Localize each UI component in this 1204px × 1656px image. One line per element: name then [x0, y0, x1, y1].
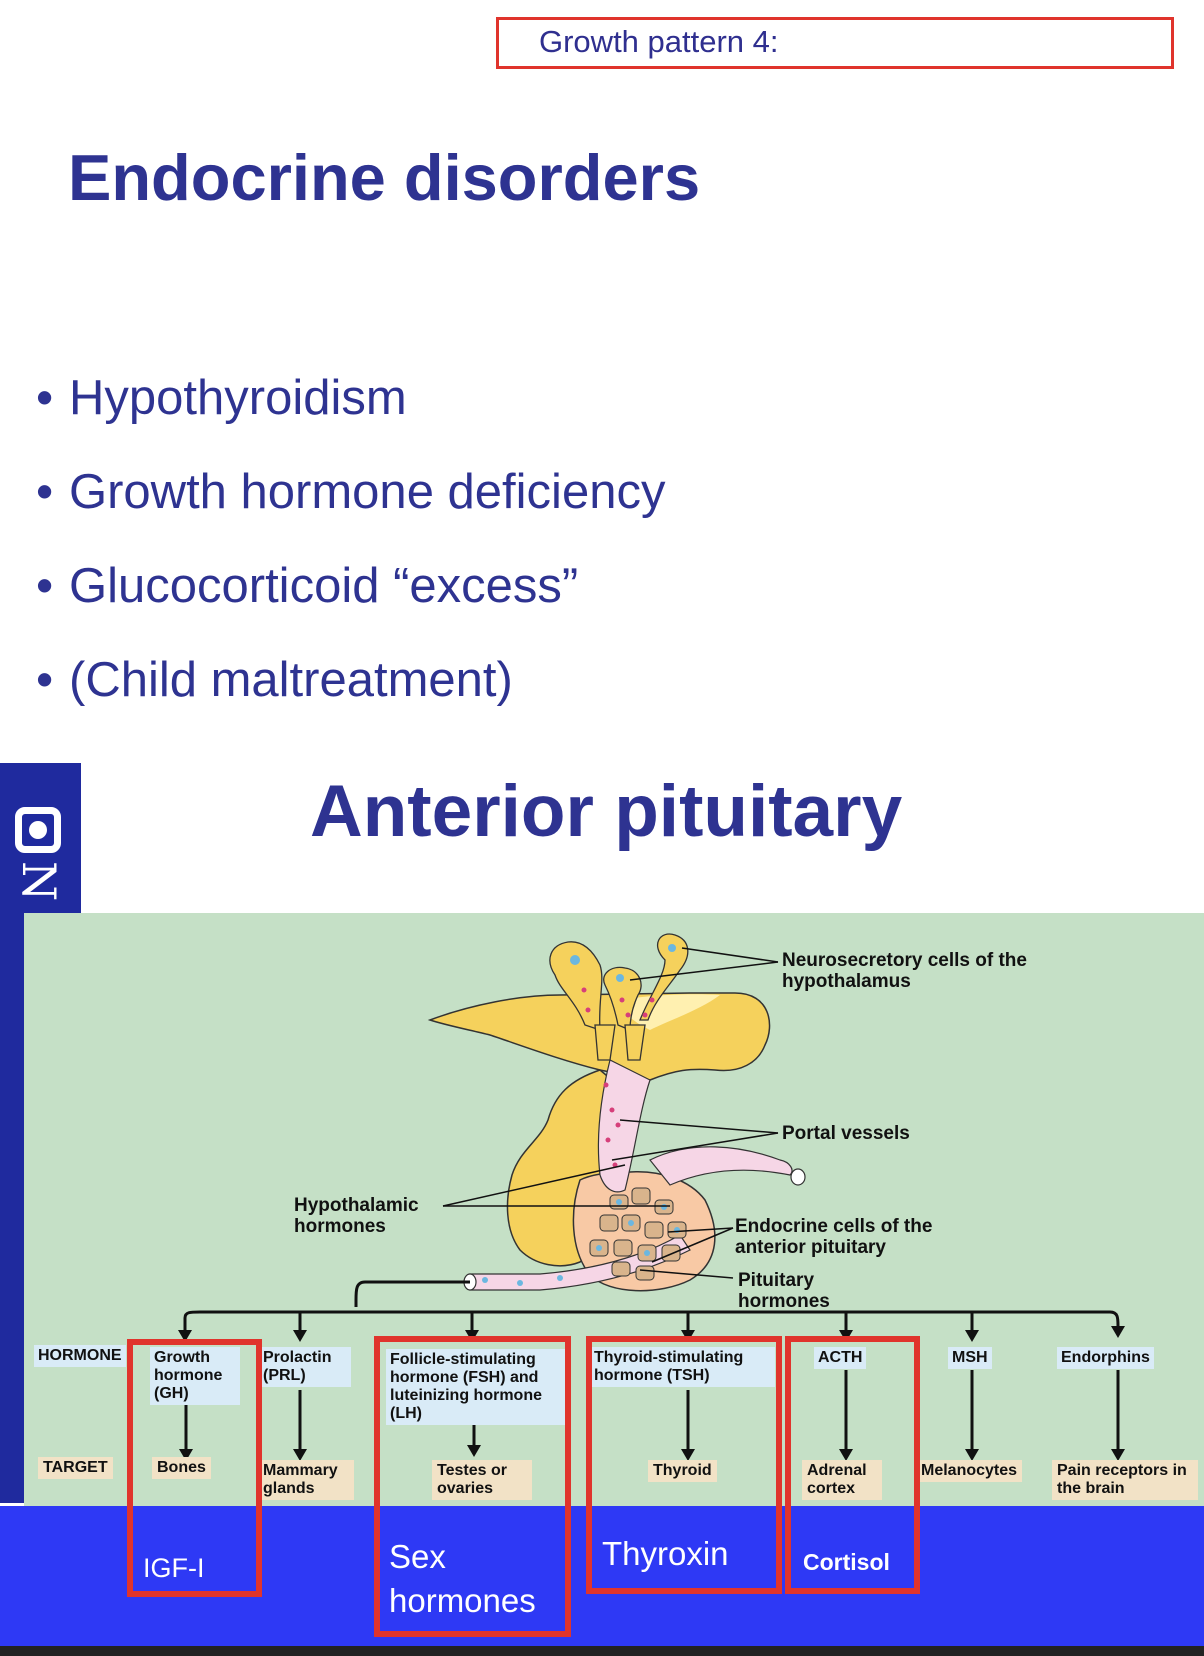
- output-label-thyroxin: Thyroxin: [602, 1535, 729, 1572]
- hormone-box-prl: Prolactin (PRL): [259, 1347, 351, 1387]
- output-label-sex-hormones: Sex hormones: [389, 1538, 536, 1619]
- output-label-igf: IGF-I: [143, 1553, 205, 1583]
- highlight-box-acth: [785, 1336, 920, 1594]
- bullet-list: • Hypothyroidism • Growth hormone deficien…: [36, 366, 665, 742]
- target-box-thyroid: Thyroid: [648, 1460, 717, 1482]
- annotation-hypothalamic-hormones: Hypothalamic hormones: [294, 1195, 419, 1237]
- annotation-portal-vessels: Portal vessels: [782, 1123, 910, 1144]
- anterior-pituitary-shape: [572, 1171, 716, 1292]
- highlight-box-gh: [127, 1339, 262, 1597]
- hormone-box-fsh-lh: Follicle-stimulating hormone (FSH) and l…: [386, 1349, 566, 1425]
- hormone-box-gh: Growth hormone (GH): [150, 1347, 240, 1405]
- hormone-box-endorphins: Endorphins: [1057, 1347, 1154, 1369]
- bullet-text: (Child maltreatment): [69, 653, 513, 707]
- annotation-neurosecretory: Neurosecretory cells of the hypothalamus: [782, 950, 1027, 992]
- pattern-label: Growth pattern 4:: [539, 24, 779, 59]
- row-label-target: TARGET: [38, 1457, 113, 1479]
- target-box-pain-receptors: Pain receptors in the brain: [1052, 1460, 1198, 1500]
- output-band: [0, 1506, 1204, 1646]
- bullet-item: • (Child maltreatment): [36, 648, 665, 742]
- annotation-pituitary-hormones: Pituitary hormones: [738, 1270, 830, 1312]
- pattern-highlight-box: [496, 17, 1174, 69]
- target-box-melanocytes: Melanocytes: [916, 1460, 1023, 1482]
- target-box-bones: Bones: [152, 1457, 211, 1479]
- bullet-dot: •: [36, 465, 54, 519]
- highlight-box-fsh-lh: [374, 1336, 571, 1637]
- bullet-item: • Glucocorticoid “excess”: [36, 554, 665, 648]
- hormone-box-msh: MSH: [948, 1347, 992, 1369]
- highlight-box-tsh: [586, 1336, 782, 1594]
- target-box-adrenal: Adrenal cortex: [802, 1460, 882, 1500]
- section-title: Anterior pituitary: [310, 771, 903, 852]
- target-box-gonads: Testes or ovaries: [432, 1460, 532, 1500]
- hormone-box-tsh: Thyroid-stimulating hormone (TSH): [590, 1347, 775, 1387]
- logo-icon: [15, 807, 61, 853]
- bullet-dot: •: [36, 653, 54, 707]
- bullet-text: Growth hormone deficiency: [69, 465, 666, 519]
- bullet-text: Glucocorticoid “excess”: [69, 559, 579, 613]
- annotation-endocrine-cells: Endocrine cells of the anterior pituitar…: [735, 1216, 933, 1258]
- bullet-item: • Growth hormone deficiency: [36, 460, 665, 554]
- bullet-item: • Hypothyroidism: [36, 366, 665, 460]
- row-label-hormone: HORMONE: [34, 1345, 126, 1367]
- output-label-cortisol: Cortisol: [803, 1549, 890, 1575]
- hormone-box-acth: ACTH: [814, 1347, 867, 1369]
- target-box-mammary: Mammary glands: [258, 1460, 354, 1500]
- bullet-text: Hypothyroidism: [69, 371, 407, 425]
- bullet-dot: •: [36, 371, 54, 425]
- bottom-edge: [0, 1646, 1204, 1656]
- portal-vessels-shape: [597, 1059, 651, 1193]
- bullet-dot: •: [36, 559, 54, 613]
- page-title: Endocrine disorders: [68, 141, 701, 214]
